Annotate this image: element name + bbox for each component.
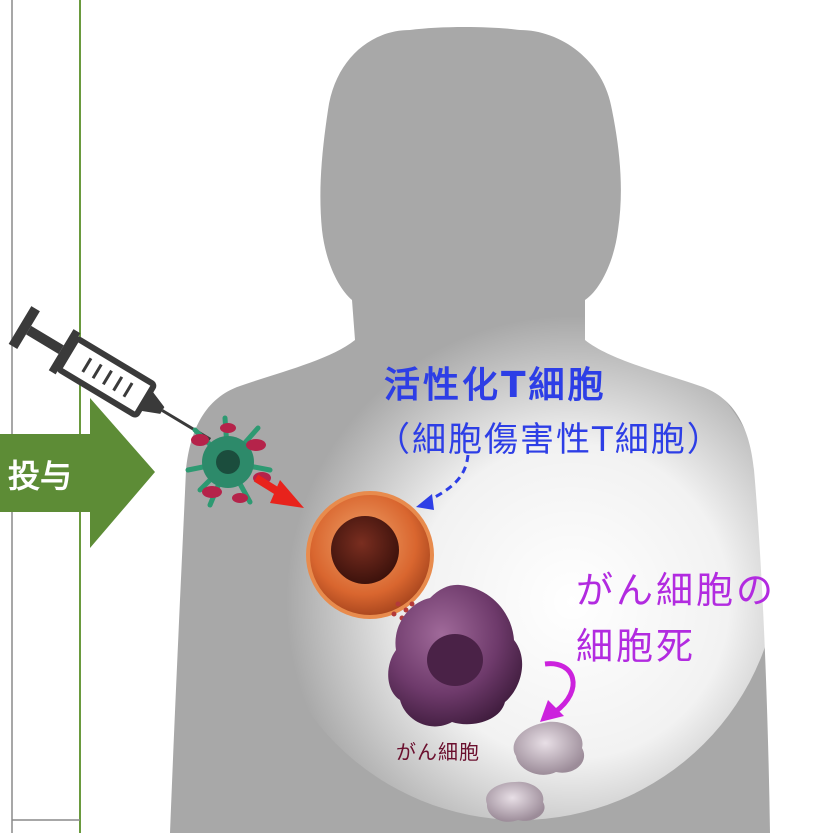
administration-label: 投与 [8,451,72,497]
cancer-cell-label: がん細胞 [396,736,480,765]
t-cell-icon [308,493,432,617]
cancer-cell-death-label-line1: がん細胞の [576,560,776,614]
activated-t-cell-label: 活性化T細胞 [384,356,607,408]
cancer-cell-death-label-line2: 細胞死 [576,616,696,670]
cytotoxic-t-cell-label: （細胞傷害性T細胞） [376,412,723,461]
